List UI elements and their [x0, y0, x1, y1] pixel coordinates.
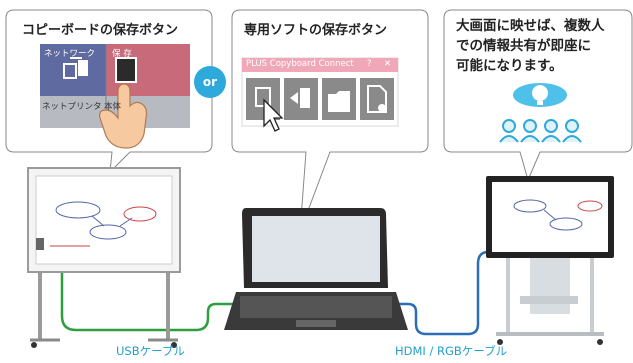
software-window-title: PLUS Copyboard Connect — [246, 59, 354, 69]
display-device — [486, 176, 614, 345]
save-button-label[interactable]: 保 存 — [112, 49, 132, 59]
net-printer-label[interactable]: ネットプリンタ — [42, 102, 102, 112]
right-bubble-line-2: での情報共有が即座に — [456, 38, 591, 54]
usb-cable — [60, 262, 236, 332]
network-button-label[interactable]: ネットワーク — [44, 49, 96, 59]
copyboard-device — [27, 167, 181, 348]
right-bubble-line-1: 大画面に映せば、複数人 — [456, 18, 605, 34]
laptop — [224, 208, 408, 330]
body-button-label[interactable]: 本体 — [104, 102, 122, 112]
folder-icon[interactable] — [322, 78, 356, 120]
usb-cable-label: USBケーブル — [116, 344, 185, 358]
close-button[interactable]: ✕ — [384, 59, 392, 69]
help-button[interactable]: ? — [367, 59, 372, 69]
middle-bubble-title: 専用ソフトの保存ボタン — [244, 23, 388, 38]
or-badge: or — [194, 66, 226, 98]
left-bubble-title: コピーボードの保存ボタン — [22, 23, 179, 38]
pointer-hand-icon — [99, 83, 148, 149]
right-bubble-line-3: 可能になります。 — [456, 58, 563, 74]
lightbulb-icon — [513, 83, 567, 107]
usb-save-icon[interactable] — [246, 78, 280, 120]
network-icon — [63, 57, 88, 79]
hdmi-cable-label: HDMI / RGBケーブル — [395, 344, 508, 358]
save-icon[interactable] — [115, 57, 137, 83]
person-icon — [499, 119, 582, 143]
import-icon[interactable] — [284, 78, 318, 120]
hdmi-cable — [396, 250, 496, 336]
cursor-icon — [263, 98, 284, 132]
settings-doc-icon[interactable] — [360, 78, 394, 120]
